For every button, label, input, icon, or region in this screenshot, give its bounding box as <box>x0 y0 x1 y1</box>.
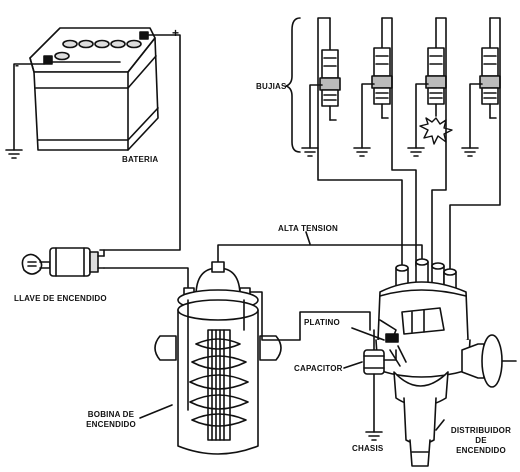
label-distribuidor-line3: ENCENDIDO <box>456 446 506 455</box>
battery-positive-wire <box>99 34 181 251</box>
label-bobina-line1: BOBINA DE <box>87 410 135 419</box>
label-bobina-line2: ENCENDIDO <box>86 420 136 429</box>
battery-positive-sign: + <box>172 26 180 40</box>
ground-icon <box>353 147 371 157</box>
ground-icon <box>407 147 425 157</box>
label-capacitor: CAPACITOR <box>294 364 343 373</box>
spark-plug-icon <box>425 17 447 117</box>
label-chasis: CHASIS <box>352 444 384 453</box>
battery-negative-wire <box>13 63 45 151</box>
label-bujias: BUJIAS <box>256 82 287 91</box>
coil-to-distributor-wire <box>249 291 371 341</box>
key-to-coil-wire <box>103 267 189 293</box>
label-platino: PLATINO <box>304 318 340 327</box>
ground-icon <box>301 147 319 157</box>
capacitor-pointer <box>343 361 363 369</box>
bujias-bracket <box>285 17 301 153</box>
spark-plug-icon <box>479 17 501 119</box>
label-bateria: BATERIA <box>122 155 159 164</box>
distribuidor-pointer <box>435 419 445 431</box>
spark-icon <box>419 117 453 145</box>
battery-icon <box>29 27 159 151</box>
plug-wire-1 <box>317 17 403 271</box>
alta-tension-wire <box>217 244 423 269</box>
plug-wire-4 <box>449 17 501 273</box>
alta-tension-pointer <box>305 231 311 245</box>
spark-plug-icon <box>319 17 341 121</box>
label-llave-de-encendido: LLAVE DE ENCENDIDO <box>14 294 107 303</box>
plug-wire-2 <box>381 17 417 267</box>
label-bobina-de-encendido: BOBINA DE ENCENDIDO <box>76 410 146 430</box>
ground-icon <box>461 147 479 157</box>
label-distribuidor-line2: DE <box>475 436 487 445</box>
plug-wire-3 <box>431 17 447 267</box>
bobina-pointer <box>139 404 173 419</box>
label-alta-tension: ALTA TENSION <box>278 224 339 233</box>
ignition-key-icon <box>21 247 105 277</box>
label-distribuidor-line1: DISTRIBUIDOR <box>450 426 512 435</box>
platino-pointer <box>351 327 385 341</box>
battery-negative-sign: - <box>15 58 20 72</box>
ignition-coil-icon <box>154 261 282 455</box>
distributor-icon <box>375 258 517 467</box>
ground-icon <box>365 431 383 441</box>
spark-plug-icon <box>371 17 393 119</box>
capacitor-icon <box>363 329 397 433</box>
ground-icon <box>5 149 23 159</box>
label-distribuidor-de-encendido: DISTRIBUIDOR DE ENCENDIDO <box>446 426 516 456</box>
